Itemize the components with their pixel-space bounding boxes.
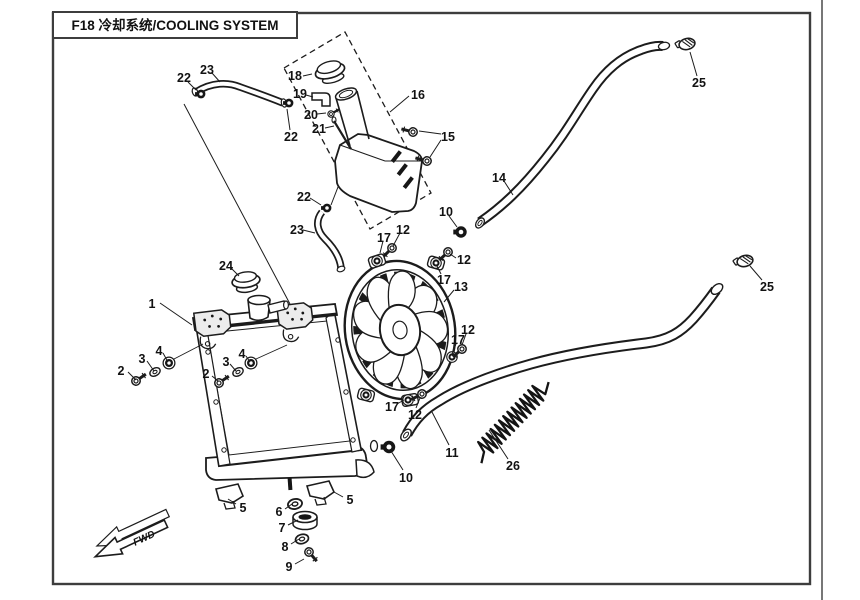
callout-part-12: 12 — [396, 223, 410, 237]
callout-part-21: 21 — [312, 122, 326, 136]
rubber-mount-5-right — [305, 480, 336, 500]
radiator-lower-mounts — [215, 480, 336, 566]
mount-7 — [292, 510, 318, 531]
callout-part-10: 10 — [439, 205, 453, 219]
callout-part-24: 24 — [219, 259, 233, 273]
cooling-fan — [336, 240, 470, 408]
callout-part-6: 6 — [276, 505, 283, 519]
spring-26 — [477, 381, 550, 464]
callout-part-26: 26 — [506, 459, 520, 473]
grommet-4 — [162, 356, 176, 370]
callout-part-12: 12 — [408, 408, 422, 422]
callout-part-14: 14 — [492, 171, 506, 185]
callout-part-17: 17 — [377, 231, 391, 245]
callout-part-4: 4 — [156, 344, 163, 358]
callout-part-22: 22 — [297, 190, 311, 204]
callout-part-25: 25 — [692, 76, 706, 90]
callout-part-2: 2 — [203, 367, 210, 381]
radiator — [191, 294, 379, 491]
callout-part-7: 7 — [279, 521, 286, 535]
callout-part-22: 22 — [177, 71, 191, 85]
callout-part-17: 17 — [385, 400, 399, 414]
callout-part-9: 9 — [286, 560, 293, 574]
rubber-mount-5-left — [215, 483, 244, 504]
radiator-fasteners — [128, 343, 288, 391]
callout-part-25: 25 — [760, 280, 774, 294]
callout-part-3: 3 — [223, 355, 230, 369]
callouts: 1 2 3 4 2 3 4 5 5 6 7 8 9 10 10 11 12 17… — [118, 63, 774, 574]
callout-part-17: 17 — [451, 333, 465, 347]
callout-part-12: 12 — [461, 323, 475, 337]
title-box — [52, 11, 298, 39]
callout-part-10: 10 — [399, 471, 413, 485]
callout-part-13: 13 — [454, 280, 468, 294]
callout-part-12: 12 — [457, 253, 471, 267]
callout-part-2: 2 — [118, 364, 125, 378]
callout-part-4: 4 — [239, 347, 246, 361]
elbow-fitting-19 — [311, 92, 331, 107]
callout-part-23: 23 — [290, 223, 304, 237]
reservoir-cap-18 — [314, 60, 346, 85]
overflow-hose-lower — [314, 203, 346, 273]
grommet-17 — [371, 255, 383, 267]
grommet-4 — [244, 356, 258, 370]
radiator-cap — [231, 271, 261, 294]
callout-part-3: 3 — [139, 352, 146, 366]
callout-part-5: 5 — [347, 493, 354, 507]
callout-part-1: 1 — [149, 297, 156, 311]
callout-part-5: 5 — [240, 501, 247, 515]
callout-part-17: 17 — [437, 273, 451, 287]
page-title: F18 冷却系统/COOLING SYSTEM — [71, 17, 278, 33]
radiator-filler-neck — [247, 294, 290, 322]
tube-21 — [331, 116, 352, 150]
radiator-outlet — [355, 459, 375, 479]
callout-part-8: 8 — [282, 540, 289, 554]
callout-part-18: 18 — [288, 69, 302, 83]
overflow-hose-upper — [191, 79, 294, 108]
callout-part-11: 11 — [445, 446, 458, 460]
callout-part-20: 20 — [304, 108, 318, 122]
title-block: F18 冷却系统/COOLING SYSTEM — [52, 11, 298, 39]
radiator-bracket-left — [192, 309, 232, 350]
lower-hose — [380, 252, 755, 454]
callout-part-22: 22 — [284, 130, 298, 144]
grommet-17 — [360, 389, 372, 401]
callout-part-19: 19 — [293, 87, 307, 101]
leader-lines — [127, 51, 763, 565]
callout-part-16: 16 — [411, 88, 425, 102]
callout-part-15: 15 — [441, 130, 455, 144]
callout-part-23: 23 — [200, 63, 214, 77]
coolant-reservoir — [311, 60, 434, 213]
upper-hose — [453, 36, 697, 238]
